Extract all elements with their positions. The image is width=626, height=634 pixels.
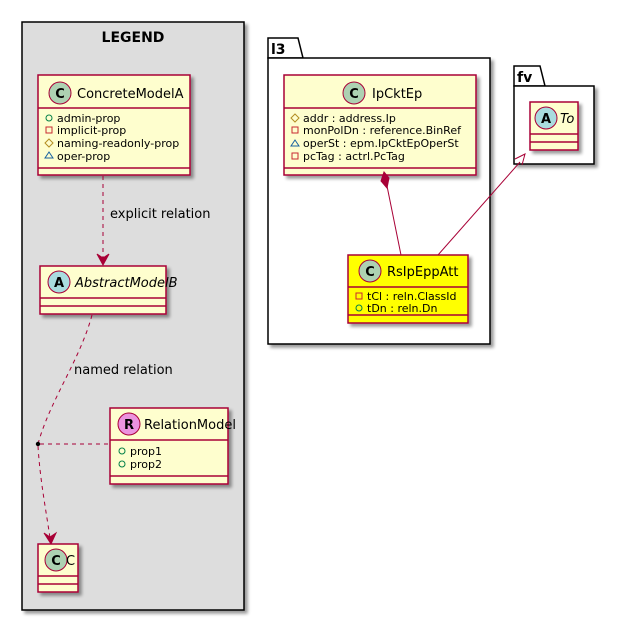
- class-c-icon: C: [48, 81, 72, 105]
- svg-text:R: R: [124, 418, 134, 433]
- private-visibility-icon: [291, 126, 299, 134]
- ipcktep-class[interactable]: C IpCktEp addr : address.Ip monPolDn : r…: [283, 74, 477, 176]
- attribute-prop2: prop2: [130, 458, 162, 471]
- svg-text:A: A: [541, 112, 551, 127]
- fv-package: fv: [513, 65, 595, 165]
- concrete-model-name: ConcreteModelA: [77, 87, 184, 102]
- attribute-implicit-prop: implicit-prop: [57, 124, 126, 137]
- target-class-name: C: [66, 554, 75, 569]
- svg-text:C: C: [55, 87, 65, 102]
- attribute-operst: operSt : epm.IpCktEpOperSt: [303, 137, 459, 150]
- relation-model-class[interactable]: R RelationModel prop1 prop2: [109, 407, 236, 485]
- fv-package-name: fv: [517, 70, 532, 86]
- explicit-relation-label: explicit relation: [110, 207, 210, 222]
- package-visibility-icon: [290, 139, 300, 147]
- attribute-pctag: pcTag : actrl.PcTag: [303, 150, 405, 163]
- class-c-icon: C: [44, 548, 68, 572]
- composition-link: [380, 170, 402, 256]
- private-visibility-icon: [291, 152, 299, 160]
- public-visibility-icon: [118, 447, 126, 455]
- rsipeppatt-class[interactable]: C RsIpEppAtt tCl : reln.ClassId tDn : re…: [347, 254, 469, 324]
- svg-text:C: C: [365, 265, 375, 280]
- named-relation-path: [35, 314, 110, 546]
- legend-title: LEGEND: [102, 30, 165, 46]
- class-a-icon: A: [534, 106, 558, 130]
- class-c-icon: C: [342, 81, 366, 105]
- class-c-icon: C: [358, 259, 382, 283]
- relation-model-name: RelationModel: [144, 418, 236, 433]
- attribute-tcl: tCl : reln.ClassId: [367, 290, 457, 303]
- attribute-addr: addr : address.Ip: [303, 112, 396, 125]
- svg-text:A: A: [54, 276, 64, 291]
- svg-text:C: C: [349, 87, 359, 102]
- target-relation-link: [437, 153, 526, 256]
- attribute-monpoldn: monPolDn : reference.BinRef: [303, 124, 462, 137]
- protected-visibility-icon: [44, 138, 54, 148]
- to-class[interactable]: A To: [529, 101, 579, 151]
- named-relation-label: named relation: [74, 363, 173, 378]
- public-visibility-icon: [45, 114, 53, 122]
- svg-text:C: C: [51, 554, 61, 569]
- package-visibility-icon: [44, 151, 54, 159]
- ipcktep-name: IpCktEp: [372, 87, 422, 102]
- public-visibility-icon: [355, 304, 363, 312]
- attribute-prop1: prop1: [130, 445, 162, 458]
- class-r-icon: R: [117, 412, 141, 436]
- rsipeppatt-name: RsIpEppAtt: [387, 265, 458, 280]
- private-visibility-icon: [355, 292, 363, 300]
- target-class-c[interactable]: C C: [37, 543, 79, 593]
- attribute-naming-readonly-prop: naming-readonly-prop: [57, 137, 179, 150]
- l3-package-name: l3: [271, 42, 286, 58]
- attribute-tdn: tDn : reln.Dn: [367, 302, 437, 315]
- attribute-oper-prop: oper-prop: [57, 150, 110, 163]
- concrete-model-class[interactable]: C ConcreteModelA admin-prop implicit-pro…: [37, 74, 191, 176]
- private-visibility-icon: [45, 126, 53, 134]
- abstract-model-class[interactable]: A AbstractModelB: [39, 265, 178, 315]
- to-class-name: To: [560, 112, 574, 127]
- class-a-icon: A: [47, 270, 71, 294]
- abstract-model-name: AbstractModelB: [74, 276, 178, 291]
- attribute-admin-prop: admin-prop: [57, 112, 120, 125]
- protected-visibility-icon: [290, 113, 300, 123]
- public-visibility-icon: [118, 460, 126, 468]
- explicit-relation-arrow: [96, 176, 110, 267]
